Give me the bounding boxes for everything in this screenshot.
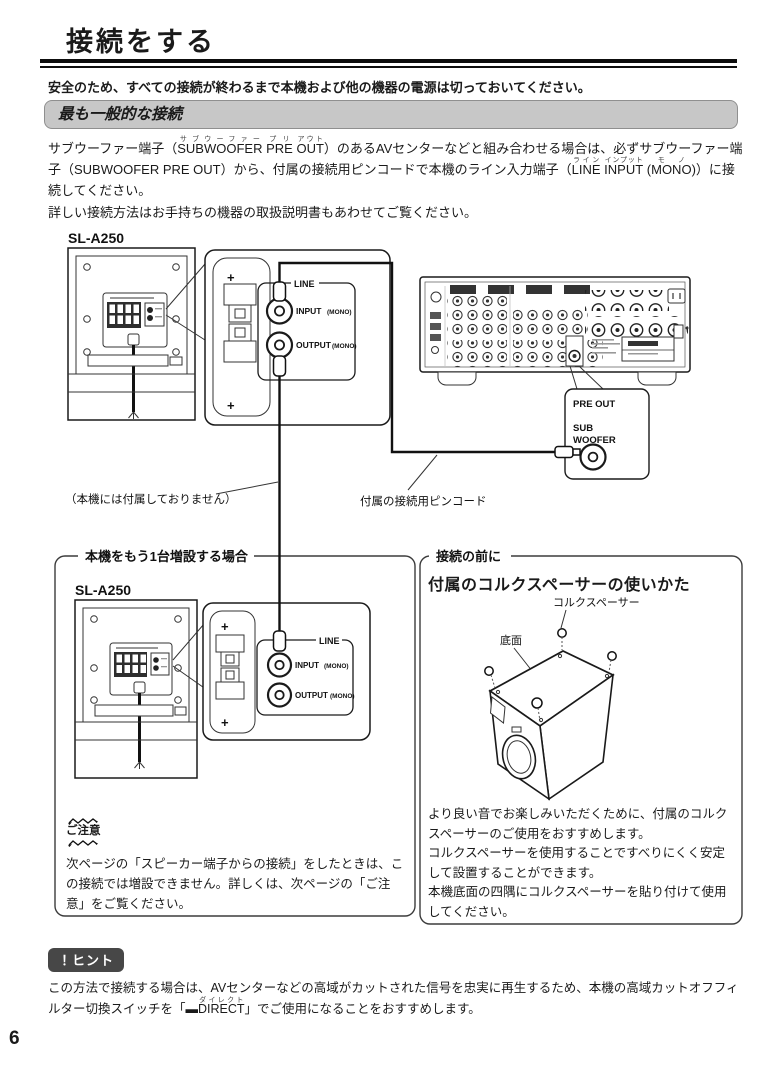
caution-block: ご注意 次ページの「スピーカー端子からの接続」をしたときは、この接続では増設でき…	[66, 812, 404, 914]
output-label: OUTPUT	[296, 340, 332, 350]
line-input-jack-1: INPUT (MONO)	[265, 297, 352, 325]
cork-body-line: コルクスペーサーを使用することですべりにくく安定して設置することができます。	[428, 846, 726, 880]
model-label: SL-A250	[68, 230, 124, 246]
hint-block: ！ヒント	[48, 948, 125, 972]
description: サブウーファー端子（SUBWOOFERサブウーファー PREプリ OUTアウト）…	[48, 136, 744, 224]
plus-bottom-label: +	[221, 715, 229, 730]
pin-cable-to-receiver	[278, 261, 556, 454]
rca-plug-input-1	[272, 281, 287, 302]
subwoofer-preout-jack	[565, 335, 584, 367]
callout-lines-1	[165, 263, 206, 341]
plus-top-label: +	[221, 619, 229, 634]
safety-note: 安全のため、すべての接続が終わるまで本機および他の機器の電源は切っておいてくださ…	[48, 80, 591, 95]
terminal-detail-panel-1: + + LINE INPUT (MONO) OUTPUT (MONO)	[204, 249, 391, 426]
not-included-pointer	[215, 481, 279, 495]
zigzag-icon	[68, 818, 99, 825]
input-label: INPUT	[295, 661, 319, 670]
callout-lines-2	[172, 616, 211, 693]
output-mono-label: (MONO)	[332, 343, 357, 350]
rca-plug-input-2	[272, 630, 287, 652]
line-input-jack-2: INPUT (MONO)	[266, 652, 349, 678]
cork-spacer-label: コルクスペーサー	[553, 596, 640, 609]
av-receiver-rear-panel	[419, 276, 691, 386]
terminal-detail-panel-2: + + LINE INPUT (MONO) OUTPUT (MONO)	[202, 602, 371, 741]
line-output-jack-1: OUTPUT (MONO)	[265, 331, 357, 359]
hint-body: この方法で接続する場合は、AVセンターなどの高域がカットされた信号を忠実に再生す…	[48, 981, 739, 1016]
cork-body: より良い音でお楽しみいただくために、付属のコルクスペーサーのご使用をおすすめしま…	[428, 805, 734, 922]
expansion-box-legend: 本機をもう1台増設する場合	[84, 549, 249, 564]
caution-title: ご注意	[66, 825, 101, 837]
output-mono-label: (MONO)	[330, 693, 355, 700]
caution-body: 次ページの「スピーカー端子からの接続」をしたときは、この接続では増設できません。…	[66, 856, 404, 911]
receiver-foot-left	[437, 371, 477, 386]
pre-out-label: PRE OUT	[573, 399, 615, 410]
plus-bottom-label: +	[227, 398, 235, 413]
line-label: LINE	[319, 636, 340, 646]
rca-plug-subwoofer-out	[554, 445, 574, 459]
pin-cord-pointer	[407, 454, 438, 491]
cork-body-line: 本機底面の四隅にコルクスペーサーを貼り付けて使用してください。	[428, 885, 727, 919]
pre-out-callout: PRE OUT SUB WOOFER	[564, 388, 650, 480]
rca-plug-output-1	[272, 355, 287, 377]
bottom-face-label: 底面	[500, 634, 522, 647]
caution-mark: ご注意	[66, 817, 101, 847]
input-label: INPUT	[296, 306, 322, 316]
section-banner: 最も一般的な接続	[44, 100, 738, 129]
model-label: SL-A250	[75, 582, 131, 598]
subwoofer-rear-panel-1: SL-A250	[67, 230, 196, 421]
description-main: サブウーファー端子（SUBWOOFERサブウーファー PREプリ OUTアウト）…	[48, 136, 743, 198]
zigzag-icon	[68, 839, 99, 847]
hint-badge: ！ヒント	[48, 948, 125, 972]
cork-box-legend: 接続の前に	[436, 549, 501, 564]
cork-spacers	[484, 628, 617, 722]
line-output-jack-2: OUTPUT (MONO)	[266, 682, 355, 708]
line-label: LINE	[294, 279, 315, 289]
plus-top-label: +	[227, 270, 235, 285]
callout-lines-receiver	[569, 365, 604, 390]
not-included-label: （本機には付属しておりません）	[65, 492, 236, 506]
cork-title: 付属のコルクスペーサーの使いかた	[428, 577, 691, 594]
description-more: 詳しい接続方法はお手持ちの機器の取扱説明書もあわせてご覧ください。	[48, 205, 478, 220]
receiver-foot-right	[637, 371, 677, 386]
woofer-label: WOOFER	[573, 435, 616, 446]
page-number: 6	[9, 1028, 20, 1049]
sub-label: SUB	[573, 423, 593, 434]
cork-spacer-diagram: コルクスペーサー 底面	[484, 596, 640, 801]
output-label: OUTPUT	[295, 691, 328, 700]
pin-cord-label: 付属の接続用ピンコード	[360, 494, 487, 508]
subwoofer-rear-panel-2: SL-A250	[74, 582, 198, 779]
input-mono-label: (MONO)	[327, 309, 352, 316]
input-mono-label: (MONO)	[324, 663, 349, 670]
title-rule	[40, 59, 737, 68]
page-title: 接続をする	[66, 27, 216, 57]
cork-body-line: より良い音でお楽しみいただくために、付属のコルクスペーサーのご使用をおすすめしま…	[428, 807, 728, 841]
